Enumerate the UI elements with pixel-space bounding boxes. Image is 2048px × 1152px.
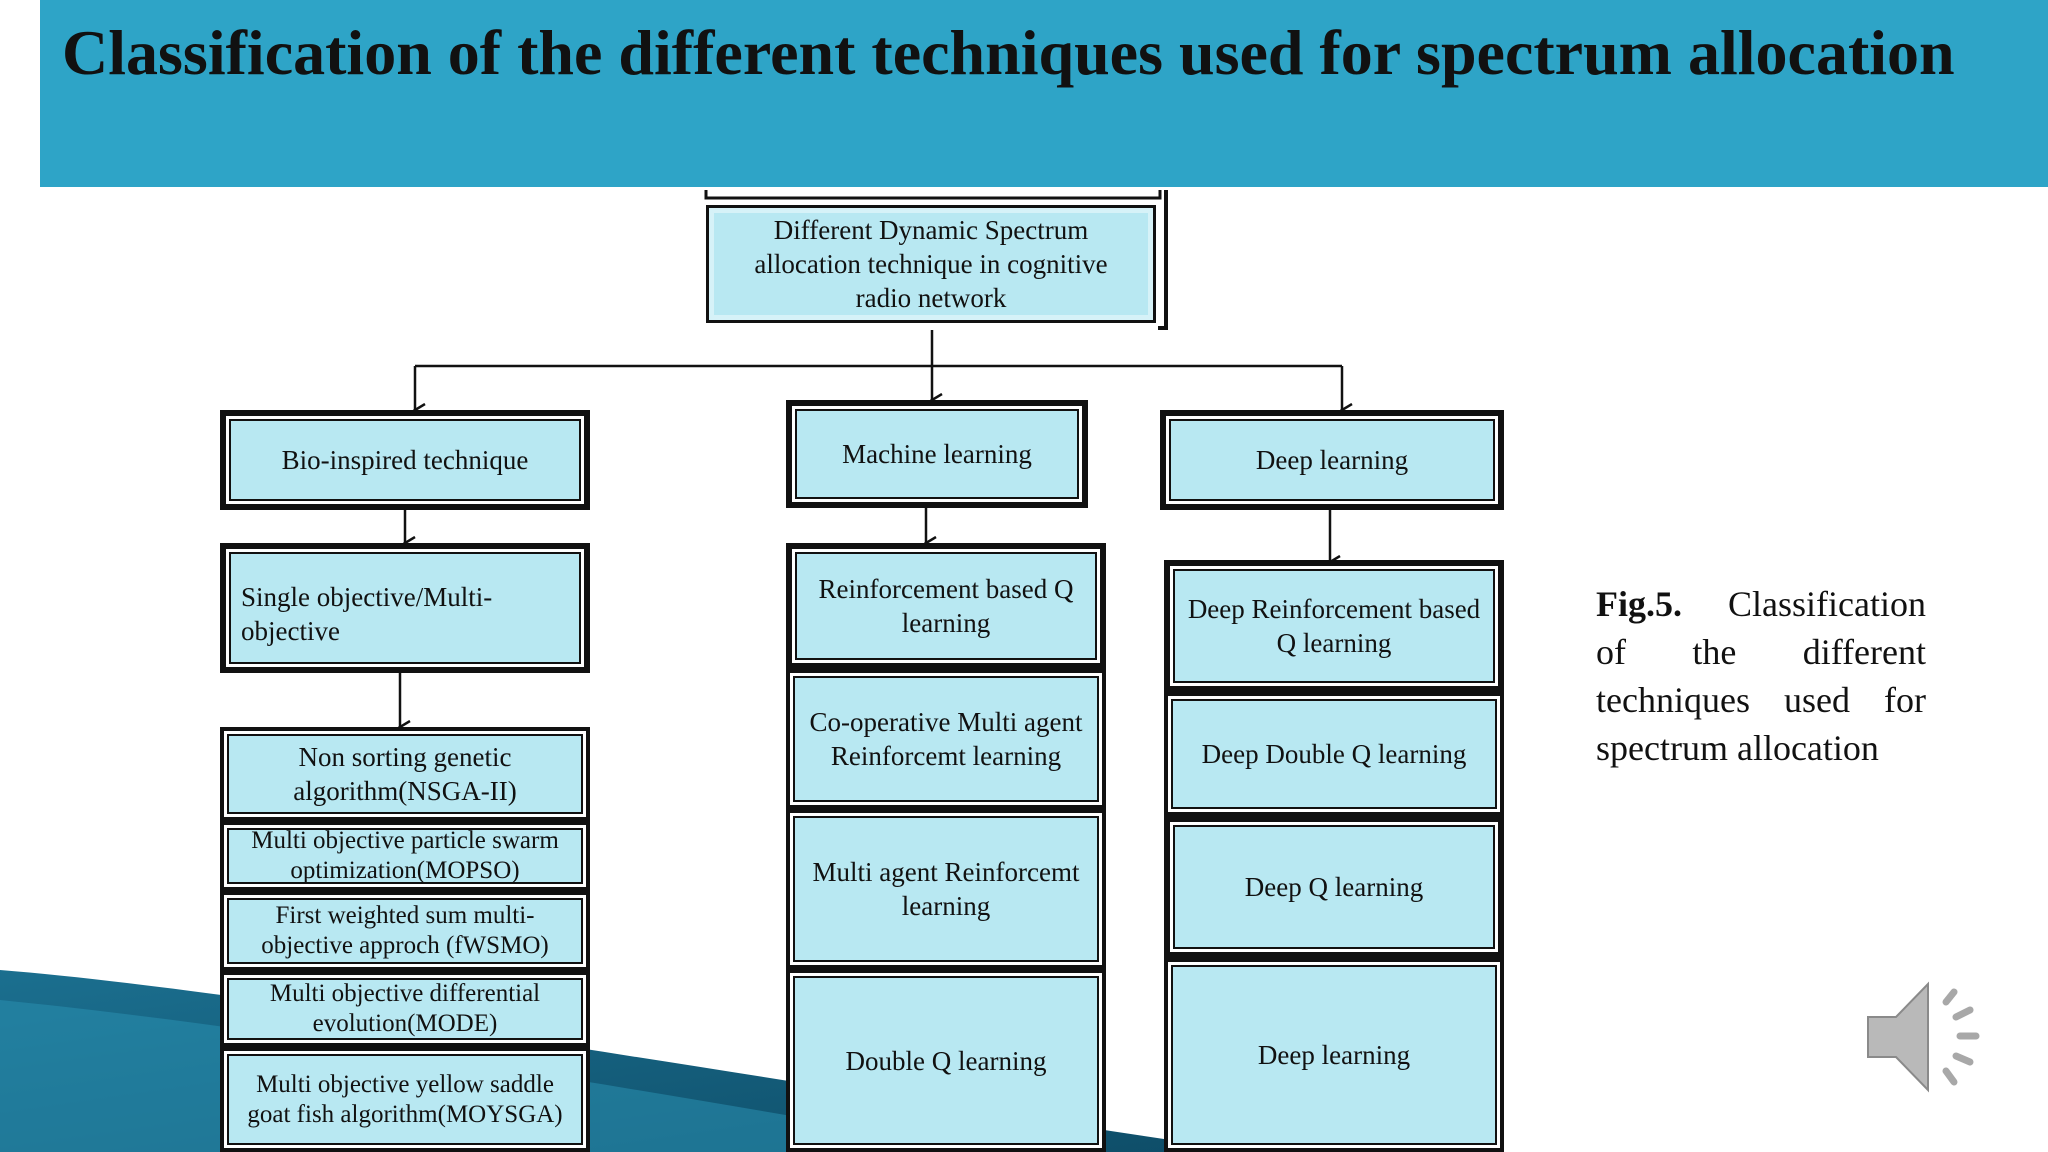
bio-item-label: First weighted sum multi-objective appro…: [227, 898, 583, 964]
bio-item-label: Non sorting genetic algorithm(NSGA-II): [227, 734, 583, 814]
ml-item-label: Multi agent Reinforcemt learning: [793, 816, 1099, 962]
bio-inspired-label: Bio-inspired technique: [229, 419, 581, 501]
deep-learning-node: Deep learning: [1160, 410, 1504, 510]
ml-item-node: Multi agent Reinforcemt learning: [786, 809, 1106, 969]
ml-item-label: Double Q learning: [793, 976, 1099, 1145]
root-node-label: Different Dynamic Spectrum allocation te…: [709, 208, 1153, 320]
bio-item-label: Multi objective particle swarm optimizat…: [227, 827, 583, 884]
ml-item-node: Double Q learning: [786, 969, 1106, 1152]
objective-node: Single objective/Multi-objective: [220, 543, 590, 673]
dl-item-node: Deep Reinforcement based Q learning: [1164, 560, 1504, 692]
bio-item-label: Multi objective yellow saddle goat fish …: [227, 1054, 583, 1145]
figure-caption-text: Classification of the different techniqu…: [1596, 584, 1926, 768]
bio-inspired-node: Bio-inspired technique: [220, 410, 590, 510]
root-node: Different Dynamic Spectrum allocation te…: [706, 205, 1156, 323]
figure-caption: Fig.5. Classification of the different t…: [1596, 580, 1926, 772]
bio-item-node: Multi objective particle swarm optimizat…: [220, 821, 590, 891]
deep-learning-label: Deep learning: [1169, 419, 1495, 501]
bio-item-node: Non sorting genetic algorithm(NSGA-II): [220, 727, 590, 821]
figure-caption-label: Fig.5.: [1596, 584, 1682, 624]
bio-item-node: Multi objective yellow saddle goat fish …: [220, 1047, 590, 1152]
dl-item-label: Deep learning: [1171, 965, 1497, 1145]
machine-learning-node: Machine learning: [786, 400, 1088, 508]
ml-item-label: Reinforcement based Q learning: [795, 552, 1097, 660]
objective-label: Single objective/Multi-objective: [229, 552, 581, 664]
machine-learning-label: Machine learning: [795, 409, 1079, 499]
dl-item-node: Deep Q learning: [1164, 816, 1504, 958]
slide-title: Classification of the different techniqu…: [62, 17, 1955, 88]
speaker-volume-icon[interactable]: [1866, 972, 1996, 1102]
bio-item-label: Multi objective differential evolution(M…: [227, 978, 583, 1040]
dl-item-label: Deep Reinforcement based Q learning: [1173, 569, 1495, 683]
ml-item-label: Co-operative Multi agent Reinforcemt lea…: [793, 676, 1099, 802]
ml-item-node: Reinforcement based Q learning: [786, 543, 1106, 669]
dl-item-node: Deep learning: [1164, 958, 1504, 1152]
bio-item-node: Multi objective differential evolution(M…: [220, 971, 590, 1047]
bio-item-node: First weighted sum multi-objective appro…: [220, 891, 590, 971]
dl-item-label: Deep Double Q learning: [1171, 699, 1497, 809]
dl-item-node: Deep Double Q learning: [1164, 692, 1504, 816]
ml-item-node: Co-operative Multi agent Reinforcemt lea…: [786, 669, 1106, 809]
dl-item-label: Deep Q learning: [1173, 825, 1495, 949]
title-bar: Classification of the different techniqu…: [40, 0, 2048, 187]
